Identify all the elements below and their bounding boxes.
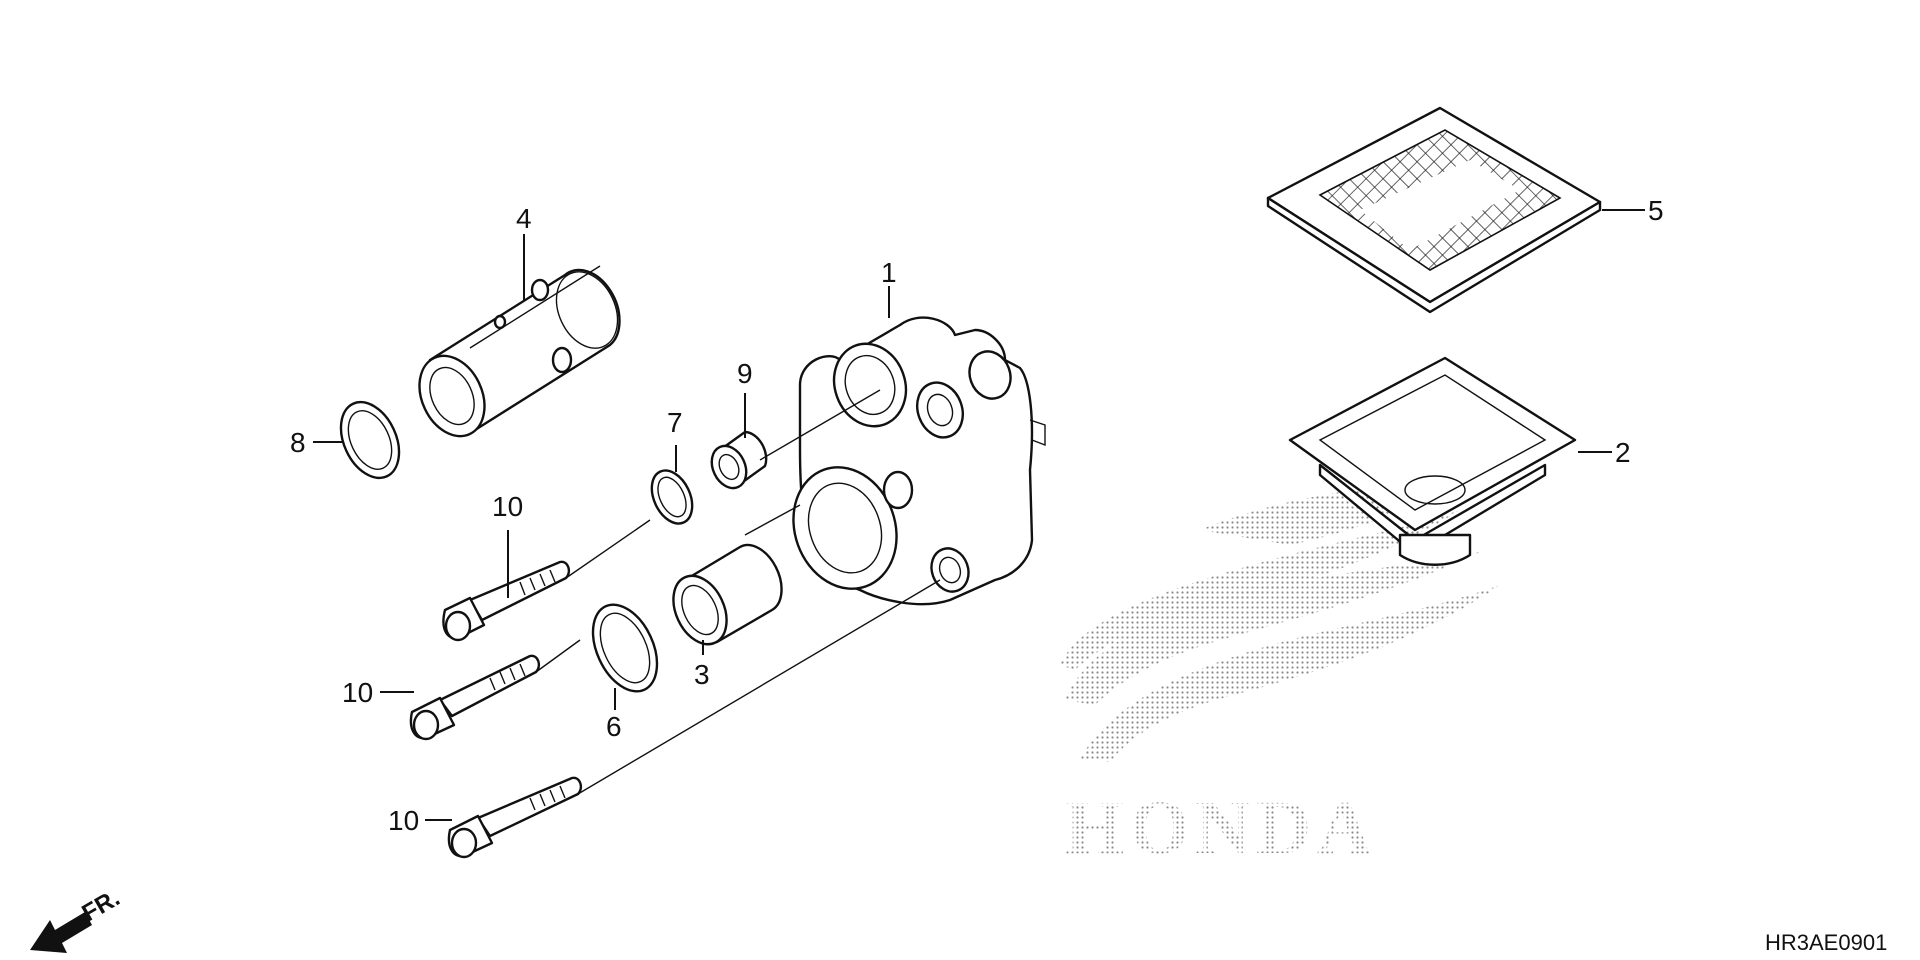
part-4-spool-valve	[418, 265, 621, 438]
honda-watermark-text: HONDA	[1065, 786, 1378, 870]
leader-lines	[313, 209, 1645, 821]
honda-wing-watermark: HONDA	[1060, 460, 1500, 870]
part-7-o-ring	[650, 469, 694, 525]
diagram-code: HR3AE0901	[1765, 930, 1887, 955]
callout-4: 4	[516, 203, 532, 234]
part-8-o-ring	[339, 400, 401, 480]
callout-5: 5	[1648, 195, 1664, 226]
part-5-filter-screen	[1266, 106, 1602, 314]
callout-10-upper: 10	[492, 491, 523, 522]
part-1-pump-body	[792, 316, 1046, 606]
callout-7: 7	[667, 407, 683, 438]
callout-10-middle: 10	[342, 677, 373, 708]
part-10-bolt-lower	[447, 776, 583, 859]
part-3-bushing	[672, 543, 783, 646]
front-direction-arrow: FR.	[30, 884, 124, 953]
callout-8: 8	[290, 427, 306, 458]
part-10-bolt-middle	[409, 654, 541, 741]
callout-9: 9	[737, 358, 753, 389]
part-10-bolt-upper	[442, 560, 571, 642]
callout-6: 6	[606, 711, 622, 742]
part-9-collar	[710, 430, 768, 490]
part-2-strainer	[1288, 356, 1577, 566]
part-6-o-ring	[591, 603, 659, 693]
callout-2: 2	[1615, 437, 1631, 468]
callout-3: 3	[694, 659, 710, 690]
callout-10-lower: 10	[388, 805, 419, 836]
callout-1: 1	[881, 257, 897, 288]
